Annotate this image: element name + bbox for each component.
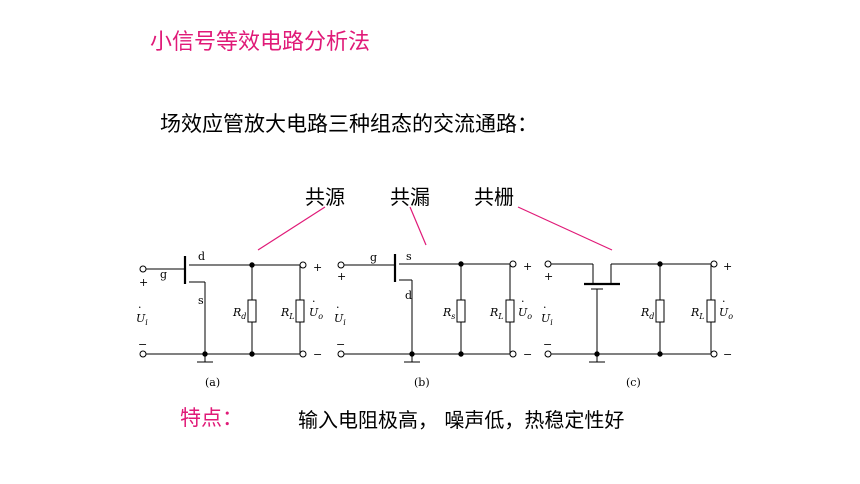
pointer-line-common-gate — [517, 206, 613, 251]
input-terminal-minus — [544, 350, 552, 358]
caption-a: (a) — [205, 376, 220, 389]
svg-text:Rd: Rd — [232, 306, 246, 321]
svg-text:Ui: Ui — [541, 312, 553, 327]
drain-label: d — [405, 289, 412, 302]
vin-sub: i — [145, 318, 148, 327]
rd-sub: d — [241, 312, 246, 321]
vout-label: U — [518, 306, 528, 319]
minus-sign: − — [523, 348, 532, 361]
circuit-a — [139, 256, 305, 363]
drain-label: d — [198, 250, 205, 263]
output-terminal-c-plus — [710, 260, 718, 268]
svg-text:Uo: Uo — [309, 306, 323, 321]
input-terminal-minus — [337, 350, 345, 358]
rl-sub: L — [288, 312, 294, 321]
gate-label: g — [160, 268, 167, 281]
rl-label: R — [280, 306, 289, 319]
minus-sign: − — [723, 348, 732, 361]
section-subtitle: 场效应管放大电路三种组态的交流通路： — [160, 112, 538, 136]
config-label-common-source: 共源 — [305, 185, 345, 209]
plus-sign: + — [313, 261, 322, 274]
circuit-c — [544, 260, 716, 363]
vout-sub: o — [318, 312, 323, 321]
vout-sub: o — [527, 312, 532, 321]
pointer-line-common-drain — [409, 206, 427, 246]
minus-sign: − — [313, 348, 322, 361]
input-terminal-minus — [139, 350, 147, 358]
plus-sign: + — [544, 270, 553, 283]
plus-sign: + — [723, 260, 732, 273]
caption-b: (b) — [414, 376, 430, 389]
caption-c: (c) — [626, 376, 641, 389]
config-label-common-drain: 共漏 — [390, 185, 430, 209]
svg-text:Ui: Ui — [136, 312, 148, 327]
input-terminal-plus — [544, 260, 552, 268]
circuit-c-labels: + − Ui · Rd RL Uo · + − (c) — [541, 260, 733, 389]
config-pointer-lines — [257, 206, 613, 251]
rl-label: R — [489, 306, 498, 319]
rd-label: R — [640, 306, 649, 319]
pointer-line-common-source — [257, 206, 326, 251]
output-terminal-b-minus — [509, 350, 517, 358]
svg-text:·: · — [312, 295, 316, 308]
vin-label: U — [541, 312, 551, 325]
resistor-rd — [247, 299, 257, 323]
minus-sign: − — [138, 338, 147, 351]
svg-text:RL: RL — [280, 306, 295, 321]
svg-text:·: · — [336, 301, 340, 314]
rl-sub: L — [497, 312, 503, 321]
svg-text:Uo: Uo — [518, 306, 532, 321]
svg-text:·: · — [722, 295, 726, 308]
input-terminal-plus — [337, 261, 345, 269]
circuit-b-labels: g s d + − Ui · Rs RL Uo · + − (b) — [334, 250, 532, 389]
output-terminal-c-minus — [710, 350, 718, 358]
rs-sub: s — [451, 312, 455, 321]
features-text: 输入电阻极高， 噪声低，热稳定性好 — [298, 408, 625, 432]
resistor-rs — [456, 299, 466, 323]
gate-label: g — [370, 251, 377, 264]
output-terminal-a-minus — [299, 350, 307, 358]
vout-label: U — [309, 306, 319, 319]
svg-text:·: · — [138, 301, 142, 314]
rd-label: R — [232, 306, 241, 319]
minus-sign: − — [543, 338, 552, 351]
rd-sub: d — [649, 312, 654, 321]
output-terminal-b-plus — [509, 260, 517, 268]
svg-text:RL: RL — [690, 306, 705, 321]
plus-sign: + — [523, 260, 532, 273]
vin-sub: i — [343, 318, 346, 327]
vout-label: U — [719, 306, 729, 319]
vin-label: U — [136, 312, 146, 325]
svg-text:·: · — [521, 295, 525, 308]
minus-sign: − — [336, 338, 345, 351]
page-title: 小信号等效电路分析法 — [150, 30, 371, 55]
svg-text:·: · — [543, 301, 547, 314]
svg-text:Rs: Rs — [442, 306, 455, 321]
plus-sign: + — [337, 270, 346, 283]
svg-text:Uo: Uo — [719, 306, 733, 321]
resistor-rd — [655, 299, 665, 323]
config-label-common-gate: 共栅 — [474, 185, 514, 209]
rs-label: R — [442, 306, 451, 319]
resistor-rl — [706, 299, 716, 323]
source-label: s — [406, 250, 412, 263]
output-terminal-a-plus — [299, 261, 307, 269]
circuit-b — [337, 254, 515, 363]
plus-sign: + — [139, 276, 148, 289]
source-label: s — [198, 294, 204, 307]
vin-label: U — [334, 312, 344, 325]
resistor-rl — [505, 299, 515, 323]
input-terminal-plus — [139, 265, 147, 273]
svg-text:Ui: Ui — [334, 312, 346, 327]
vout-sub: o — [728, 312, 733, 321]
rl-sub: L — [698, 312, 704, 321]
svg-text:Rd: Rd — [640, 306, 654, 321]
circuit-a-labels: g d s + − Ui · Rd RL Uo · + − (a) — [136, 250, 323, 389]
features-label: 特点： — [180, 406, 243, 430]
svg-text:RL: RL — [489, 306, 504, 321]
resistor-rl — [295, 299, 305, 323]
rl-label: R — [690, 306, 699, 319]
vin-sub: i — [550, 318, 553, 327]
